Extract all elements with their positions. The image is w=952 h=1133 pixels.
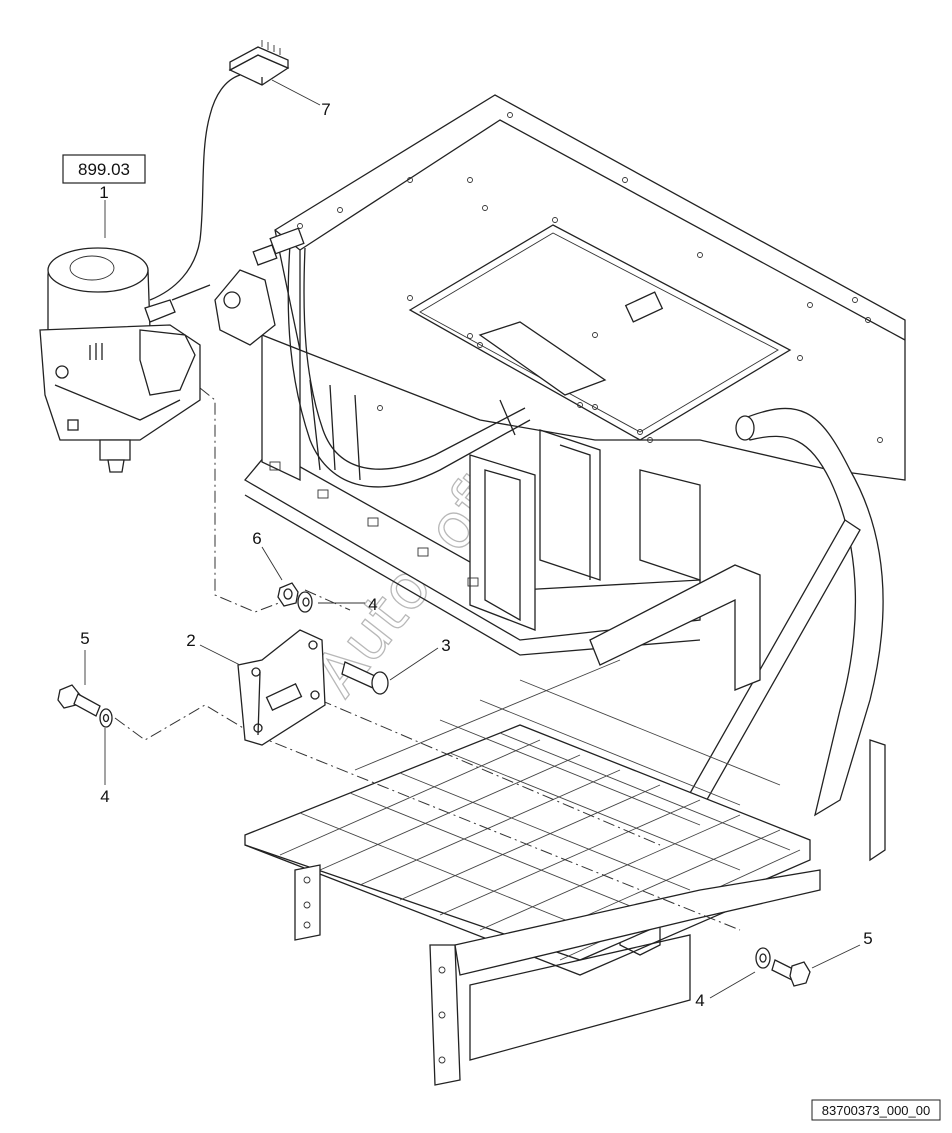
callout-2: 2 [186, 631, 195, 650]
washer-4-upper [297, 591, 313, 613]
frame-structure [214, 94, 906, 656]
leader-lines [84, 79, 861, 999]
washer-4-left [99, 708, 113, 728]
callout-4-left: 4 [100, 787, 109, 806]
assembly-lines [114, 387, 741, 931]
washer-4-right [755, 947, 771, 969]
reference-box: 899.03 [62, 154, 146, 184]
callout-1: 1 [99, 183, 108, 202]
bolt-3 [341, 661, 389, 695]
callout-5-left: 5 [80, 629, 89, 648]
connector-plug [228, 40, 290, 86]
pump-motor-assembly [39, 74, 241, 473]
bolt-5-right [771, 959, 811, 987]
reference-box-label: 899.03 [78, 160, 130, 179]
callout-5-right: 5 [863, 929, 872, 948]
callout-6: 6 [252, 529, 261, 548]
callout-3: 3 [441, 636, 450, 655]
drawing-id-box: 83700373_000_00 [811, 1099, 941, 1121]
drawing-id: 83700373_000_00 [822, 1103, 930, 1118]
mounting-bracket [237, 629, 326, 746]
callout-4-upper: 4 [368, 595, 377, 614]
callout-7: 7 [321, 100, 330, 119]
callout-4-right: 4 [695, 991, 704, 1010]
bolt-5-left [57, 684, 101, 717]
nut-6 [277, 582, 299, 607]
